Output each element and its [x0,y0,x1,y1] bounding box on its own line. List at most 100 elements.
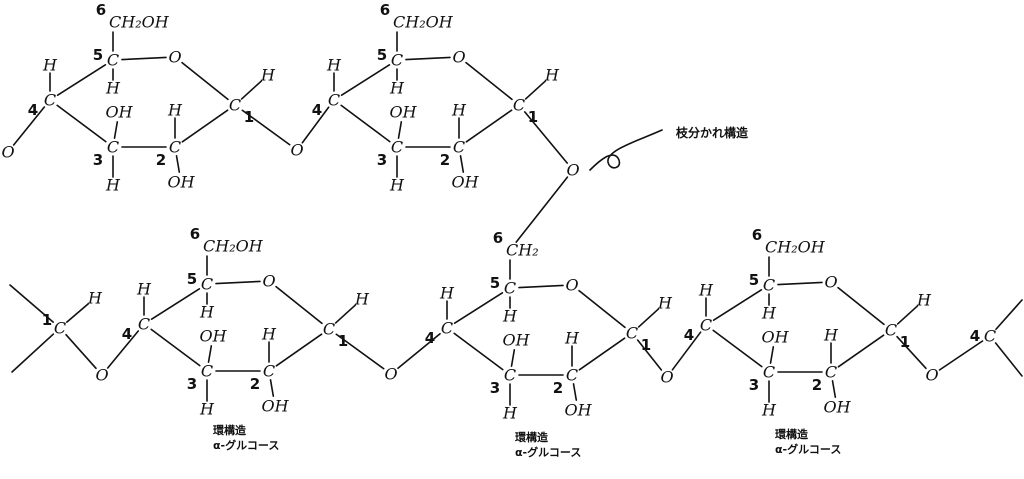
ring-oxygen-atom: O [262,272,275,291]
bond-line [896,335,927,370]
hydrogen-atom: H [260,66,276,85]
hydrogen-atom: H [87,289,103,308]
carbon-atom-c4: C [328,91,340,110]
position-number-3: 3 [377,151,387,169]
hydroxyl-group: OH [105,103,133,122]
caption-ring-structure: 環構造 [515,431,548,444]
glycosidic-oxygen-atom: O [290,141,303,160]
position-number-6: 6 [190,225,200,243]
position-number-1: 1 [528,108,538,126]
bond-line [56,64,107,96]
ch2oh-group: CH₂OH [109,13,170,32]
bond-line [65,333,97,370]
glycosidic-oxygen-atom: O [1,143,14,162]
bond-line [275,285,323,325]
carbon-atom-c2: C [566,366,578,385]
hydrogen-atom: H [326,56,342,75]
bond-line [465,61,513,101]
carbon-atom-c2: C [169,138,181,157]
carbon-atom-c3: C [504,366,516,385]
hydroxyl-group: OH [451,173,479,192]
position-number-1: 1 [244,108,254,126]
position-number-4: 4 [312,101,322,119]
caption-ring-2: 環構造 α-グルコース [515,430,581,460]
carbon-atom-c2: C [263,362,275,381]
bond-line [837,334,885,368]
position-number-5: 5 [490,274,500,292]
position-number-4: 4 [28,101,38,119]
hydrogen-atom: H [823,326,839,345]
hydrogen-atom: H [199,400,215,419]
hydroxyl-group: OH [761,328,789,347]
carbon-atom-c4: C [44,91,56,110]
position-number-4: 4 [970,327,980,345]
bond-line [994,342,1023,377]
hydrogen-atom: H [916,291,932,310]
bond-line [518,284,564,289]
position-number-4: 4 [684,326,694,344]
bond-line [12,106,46,146]
ch2oh-group: CH₂OH [203,237,264,256]
hydroxyl-group: OH [167,173,195,192]
bond-line [241,109,291,146]
carbon-atom-c4: C [984,327,996,346]
caption-alpha-glucose: α-グルコース [515,446,582,459]
hydroxyl-group: OH [823,398,851,417]
bond-line [453,292,504,324]
position-number-6: 6 [380,1,390,19]
hydrogen-atom: H [502,404,518,423]
bond-line [150,288,201,320]
caption-ring-structure: 環構造 [775,428,808,441]
caption-alpha-glucose: α-グルコース [775,443,842,456]
bond-line [831,380,837,398]
hydrogen-atom: H [42,56,58,75]
carbon-atom-c1: C [626,324,638,343]
carbon-atom-c1: C [229,96,241,115]
bond-line [671,331,702,371]
bond-line [515,176,569,243]
bond-line [66,303,89,323]
glycosidic-oxygen-atom: O [384,365,397,384]
caption-ring-1: 環構造 α-グルコース [213,423,279,453]
hydrogen-atom: H [564,329,580,348]
carbon-atom-c1: C [513,96,525,115]
carbon-atom-c5: C [107,51,119,70]
hydrogen-atom: H [657,294,673,313]
bond-line [397,332,441,370]
bond-line [405,56,451,61]
hydrogen-atom: H [544,66,560,85]
glycosidic-oxygen-atom: O [566,161,579,180]
carbon-atom-c4: C [138,315,150,334]
position-number-1: 1 [42,311,52,329]
bond-line [56,104,107,143]
ring-oxygen-atom: O [565,276,578,295]
branch-label: 枝分かれ構造 [676,126,749,140]
position-number-3: 3 [93,151,103,169]
carbon-atom-c1: C [885,321,897,340]
position-number-5: 5 [187,270,197,288]
position-number-5: 5 [93,46,103,64]
hydrogen-atom: H [698,281,714,300]
hydrogen-atom: H [439,284,455,303]
bond-line [453,332,504,371]
bond-line [215,280,261,285]
position-number-3: 3 [749,376,759,394]
position-number-1: 1 [900,333,910,351]
bond-line [524,80,547,100]
branch-pointer-curl [589,129,663,171]
hydrogen-atom: H [167,101,183,120]
hydrogen-atom: H [389,79,405,98]
hydroxyl-group: OH [199,327,227,346]
bond-line [181,61,229,101]
bond-line [301,106,330,144]
bond-line [175,155,181,173]
hydrogen-atom: H [502,307,518,326]
glycosidic-oxygen-atom: O [95,366,108,385]
position-number-2: 2 [812,376,822,394]
bond-line [896,305,919,325]
bond-line [335,333,385,370]
position-number-6: 6 [96,1,106,19]
position-number-3: 3 [490,379,500,397]
bond-line [578,289,626,329]
